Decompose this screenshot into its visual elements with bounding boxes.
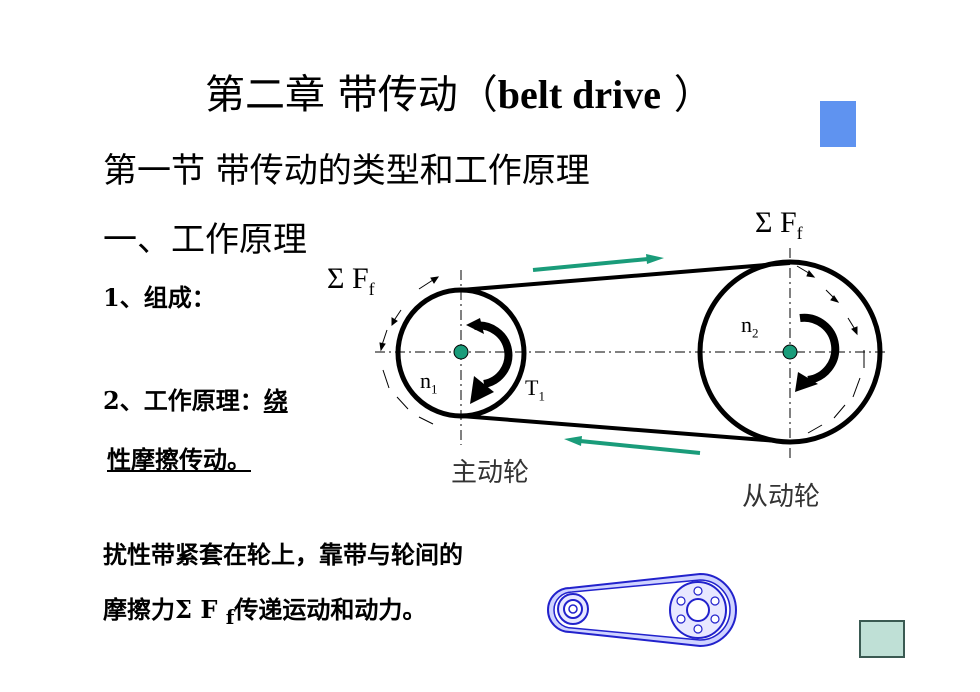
drive-pulley-caption: 主动轮 [451,458,530,488]
accent-square [820,101,856,147]
belt-motion-arrow-bottom [564,436,701,455]
drive-pulley [395,287,527,419]
driven-center-dot [782,344,798,360]
belt-illustration [547,572,737,648]
next-slide-button[interactable] [859,620,905,658]
driven-rotation-arrow [795,313,840,392]
item-principle: 2、工作原理：绕 [103,386,288,415]
belt-motion-arrow-top [532,254,664,272]
item-principle-continued: 性摩擦传动。 [107,445,251,474]
description-line-1: 扰性带紧套在轮上，靠带与轮间的 [103,540,463,569]
driven-pulley [697,259,883,445]
description-line-2: 摩擦力Σ F f传递运动和动力。 [103,595,427,629]
page-title: 第二章 带传动（belt drive ） [205,72,714,118]
torque-label-t1: T1 [525,375,545,404]
speed-label-n2: n2 [741,312,759,341]
friction-label-drive: Σ Ff [327,262,375,299]
item-composition: 1、组成： [103,283,216,312]
driven-pulley-caption: 从动轮 [742,482,821,512]
section-heading: 第一节 带传动的类型和工作原理 [103,151,590,191]
speed-label-n1: n1 [420,368,438,397]
subheading: 一、工作原理 [103,220,307,260]
drive-center-dot [453,344,469,360]
belt-slack-side [460,414,791,444]
belt-tight-side [460,261,791,292]
friction-arrows-driven [796,265,865,434]
drive-rotation-arrow [466,318,513,404]
friction-label-driven: Σ Ff [755,206,803,243]
friction-arrows-drive [379,276,440,425]
